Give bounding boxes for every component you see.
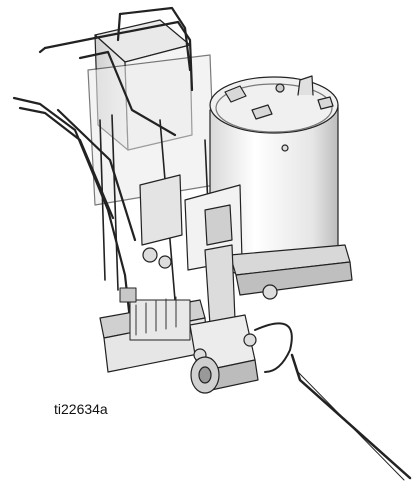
front-wheel bbox=[190, 356, 220, 394]
spray-gun-bank bbox=[119, 287, 191, 341]
hose-and-guide-arm bbox=[254, 322, 412, 481]
control-manifold bbox=[139, 174, 243, 271]
figure-caption: ti22634a bbox=[54, 401, 108, 417]
rear-hopper bbox=[87, 19, 216, 206]
handlebar-frame bbox=[12, 6, 194, 322]
